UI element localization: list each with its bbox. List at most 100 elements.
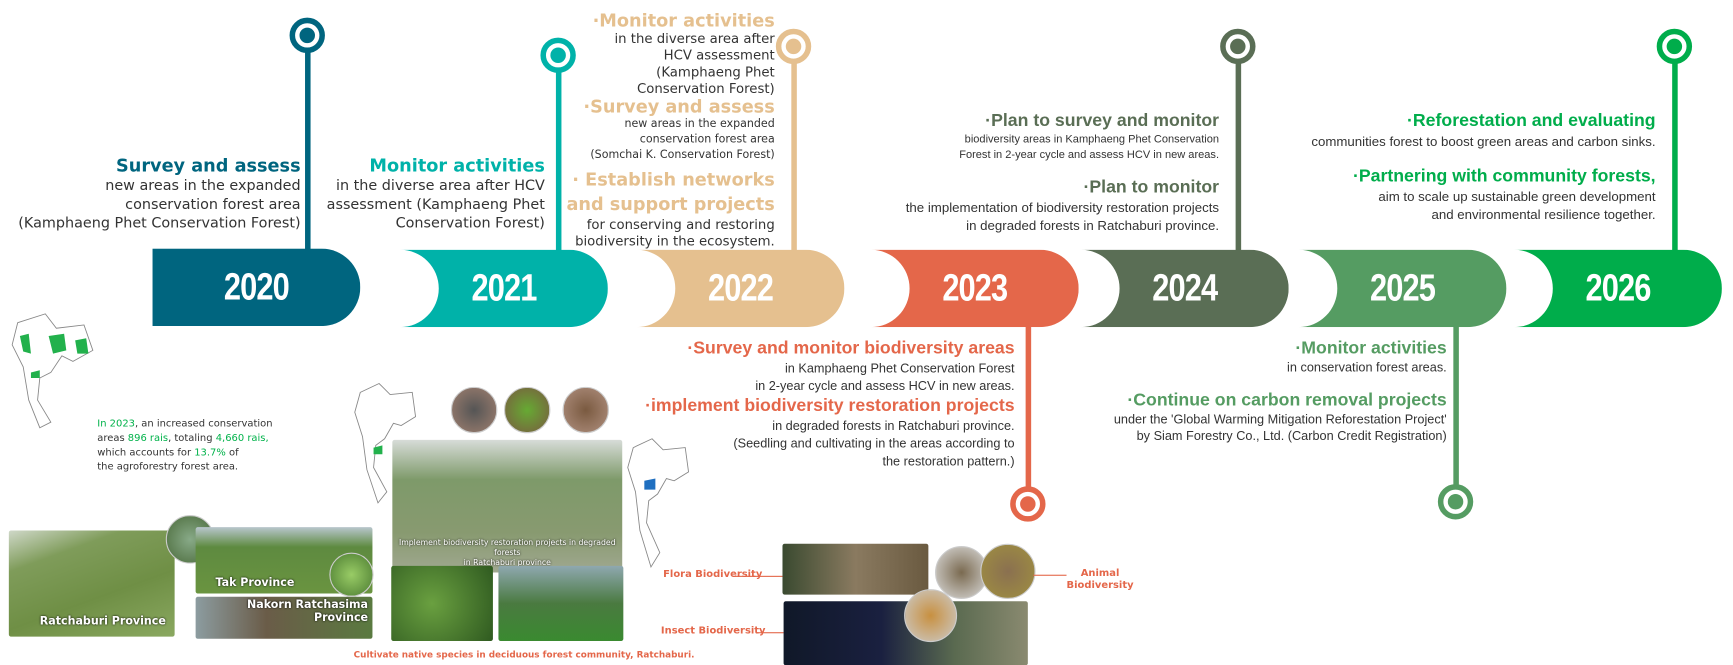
- marker-2022-icon: [775, 28, 812, 65]
- milestone-text: conservation forest area: [125, 196, 301, 214]
- milestone-text: Conservation Forest): [636, 80, 775, 97]
- conservation-stats: In 2023, an increased conservation areas…: [97, 418, 272, 475]
- year-tab-2020: 2020: [152, 248, 361, 327]
- milestone-text: in the diverse area after HCV: [335, 177, 545, 195]
- milestone-text: in conservation forest areas.: [1287, 361, 1447, 375]
- stat-total: 4,660 rais,: [215, 433, 269, 445]
- milestone-text: in Kamphaeng Phet Conservation Forest: [784, 362, 1015, 376]
- stat-text: , an increased conservation: [134, 418, 273, 430]
- milestone-title: ·implement biodiversity restoration proj…: [645, 396, 1015, 416]
- caption-line: Province: [313, 612, 369, 625]
- milestone-text: in degraded forests in Ratchaburi provin…: [772, 419, 1015, 434]
- photo-caption: Tak Province: [215, 576, 295, 590]
- ratchaburi-photo: Ratchaburi Province: [8, 530, 175, 637]
- caption-line: in Ratchaburi province: [463, 558, 551, 567]
- milestone-2020: Survey and assess new areas in the expan…: [0, 154, 301, 233]
- milestone-text: HCV assessment: [663, 47, 775, 63]
- leaf-photo: [329, 552, 374, 597]
- milestone-text: communities forest to boost green areas …: [1311, 133, 1656, 150]
- stat-year: In 2023: [97, 418, 135, 430]
- thailand-map-icon: [627, 438, 690, 569]
- milestone-text: by Siam Forestry Co., Ltd. (Carbon Credi…: [1136, 429, 1447, 444]
- stat-increase: 896 rais: [127, 433, 169, 445]
- insect-label: Insect Biodiversity: [660, 625, 766, 637]
- milestone-text: (Kamphaeng Phet Conservation Forest): [18, 215, 301, 233]
- stat-percent: 13.7%: [194, 447, 226, 459]
- milestone-text: the restoration pattern.): [882, 455, 1015, 469]
- milestone-title: ·Plan to survey and monitor: [985, 111, 1220, 131]
- year-tab-2024: 2024: [1080, 249, 1289, 328]
- stem-2020: [305, 44, 311, 255]
- milestone-text: (Somchai K. Conservation Forest): [590, 149, 775, 162]
- year-tab-2021: 2021: [400, 249, 608, 328]
- flora-leader-line: [732, 575, 783, 577]
- milestone-text: biodiversity areas in Kamphaeng Phet Con…: [964, 133, 1220, 146]
- milestone-text: new areas in the expanded: [624, 118, 775, 131]
- pod-photo: [562, 386, 609, 434]
- milestone-text: in 2-year cycle and assess HCV in new ar…: [755, 380, 1015, 394]
- milestone-2023: ·Survey and monitor biodiversity areas i…: [572, 338, 1014, 471]
- milestone-title: Monitor activities: [369, 154, 545, 176]
- milestone-text: assessment (Kamphaeng Phet: [326, 196, 545, 214]
- animal-leader-line: [1033, 574, 1067, 576]
- year-label: 2021: [471, 267, 538, 310]
- stem-2022: [791, 55, 797, 255]
- caption-line: Animal: [1080, 568, 1120, 580]
- milestone-title: · Establish networks: [572, 169, 775, 191]
- stat-text: , totaling: [168, 433, 216, 445]
- year-label: 2023: [942, 267, 1008, 310]
- caption-line: Implement biodiversity restoration proje…: [398, 538, 616, 558]
- stem-2026: [1672, 55, 1678, 255]
- milestone-text: in degraded forests in Ratchaburi provin…: [966, 217, 1220, 234]
- photo-caption: Ratchaburi Province: [39, 615, 166, 628]
- stem-2021: [555, 64, 562, 255]
- milestone-title: ·Continue on carbon removal projects: [1127, 391, 1447, 411]
- milestone-text: conservation forest area: [639, 133, 775, 146]
- milestone-text: Forest in 2-year cycle and assess HCV in…: [959, 149, 1220, 162]
- milestone-text: aim to scale up sustainable green develo…: [1378, 188, 1656, 205]
- milestone-text: under the 'Global Warming Mitigation Ref…: [1113, 413, 1447, 427]
- restoration-photo: Implement biodiversity restoration proje…: [392, 439, 623, 573]
- stem-2023: [1025, 320, 1032, 498]
- milestone-text: (Kamphaeng Phet: [656, 64, 775, 80]
- moth-photo: [904, 589, 958, 643]
- photo-caption: Implement biodiversity restoration proje…: [392, 538, 622, 568]
- timeline: 2020 2021 2022 2023 2024 2025 2026 Surve…: [0, 9, 1722, 665]
- cultivate-caption: Cultivate native species in deciduous fo…: [353, 649, 695, 660]
- stat-text: which accounts for: [97, 447, 195, 459]
- milestone-text: the implementation of biodiversity resto…: [905, 200, 1220, 216]
- marker-2026-icon: [1656, 28, 1693, 65]
- milestone-title: and support projects: [566, 193, 775, 215]
- year-label: 2022: [708, 267, 774, 310]
- milestone-text: for conserving and restoring: [586, 216, 775, 233]
- seed-photo: [450, 386, 498, 434]
- milestone-title: ·Plan to monitor: [1083, 177, 1220, 197]
- milestone-2026: ·Reforestation and evaluating communitie…: [1214, 111, 1656, 224]
- thailand-map-icon: [354, 382, 417, 504]
- caption-line: Biodiversity: [1066, 580, 1134, 592]
- milestone-title: ·Survey and assess: [583, 96, 775, 118]
- milestone-text: and environmental resilience together.: [1431, 206, 1656, 223]
- year-tab-2023: 2023: [870, 249, 1079, 328]
- milestone-2022: ·Monitor activities in the diverse area …: [554, 9, 775, 250]
- milestone-title: ·Monitor activities: [592, 9, 775, 31]
- year-label: 2024: [1152, 267, 1218, 310]
- marker-2020-icon: [289, 17, 325, 54]
- stat-text: areas: [97, 433, 128, 445]
- milestone-title: Survey and assess: [115, 154, 301, 176]
- milestone-2025: ·Monitor activities in conservation fore…: [1005, 338, 1447, 445]
- milestone-text: Conservation Forest): [395, 215, 545, 233]
- milestone-title: ·Partnering with community forests,: [1352, 166, 1656, 186]
- bird-photo: [980, 543, 1036, 600]
- year-label: 2025: [1370, 267, 1436, 310]
- milestone-2024: ·Plan to survey and monitor biodiversity…: [799, 111, 1219, 235]
- marker-2021-icon: [540, 37, 576, 73]
- year-label: 2026: [1585, 267, 1652, 310]
- year-tab-2022: 2022: [636, 249, 845, 328]
- milestone-text: new areas in the expanded: [105, 177, 301, 195]
- marker-2024-icon: [1220, 28, 1256, 65]
- stem-2024: [1235, 55, 1242, 255]
